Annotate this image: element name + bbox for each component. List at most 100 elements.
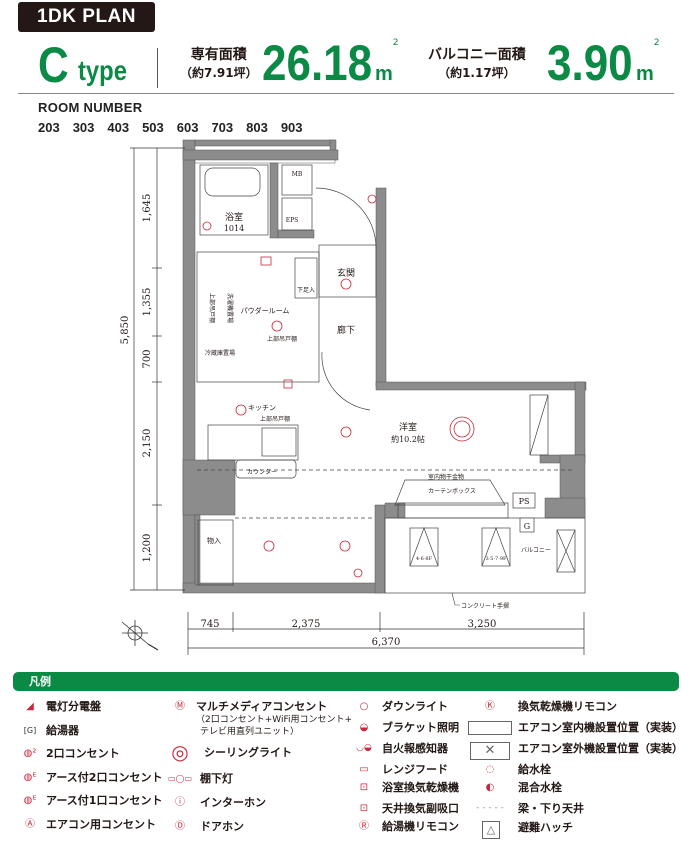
dim-h-total: 6,370 [372, 637, 401, 648]
western-room-size: 約10.2帖 [391, 434, 425, 444]
wall-right-upper [375, 187, 387, 387]
escape-hatch-icon: △ [482, 821, 500, 839]
entrance-label: 玄関 [337, 267, 355, 279]
compass-icon [121, 620, 159, 651]
exclusive-area-title: 専有面積 [190, 47, 247, 63]
kitchen-counter [207, 424, 299, 461]
door-phone-icon: Ⓓ [175, 821, 185, 832]
ceiling-light-icon: ◎ [171, 740, 189, 764]
room-number-title: ROOM NUMBER [38, 100, 143, 115]
balcony-area-title: バルコニー面積 [428, 47, 526, 63]
grounded-double-outlet-icon: ◍ᴱ [23, 772, 37, 783]
downlight-icon [263, 540, 275, 552]
floor-plan: MB EPS 浴室 1014 玄関 下足入 廊下 パウダールーム 上部吊戸棚 洗… [120, 139, 587, 655]
intercom-icon: ⓘ [175, 797, 185, 808]
shoe-box [294, 257, 318, 299]
closet-outline [197, 519, 234, 586]
multimedia-outlet-icon: Ⓜ [175, 701, 185, 712]
exclusive-area-label: 専有面積 （約7.91坪） [180, 46, 258, 82]
g-label: G [524, 522, 530, 531]
closet-label: 物入 [207, 536, 221, 545]
upper-cabinet-2: 上部吊戸棚 [267, 335, 297, 343]
dim-v-4: 2,150 [142, 429, 153, 458]
bathroom-size: 1014 [224, 224, 244, 233]
balcony-label: バルコニー [521, 547, 551, 554]
ac-outdoor-unit [556, 529, 576, 573]
bracket-light-icon [202, 221, 212, 231]
plan-badge: 1DK PLAN [18, 2, 155, 32]
ps-box [512, 492, 536, 509]
dim-v-5: 1,200 [142, 534, 153, 563]
entrance-outline [318, 244, 377, 298]
ac-outdoor-unit-icon: ✕ [470, 742, 510, 760]
eps-label: EPS [286, 217, 299, 224]
bathroom-outline [199, 164, 269, 236]
distribution-board-icon: ◢ [26, 701, 34, 712]
counter-top [235, 459, 297, 479]
type-letter: C [38, 37, 69, 93]
sink [261, 427, 297, 457]
laundry-hanger-label: 室内物干金物 [428, 473, 464, 481]
bath-dryer-icon: ⊡ [359, 782, 369, 793]
wall-right [574, 381, 586, 458]
washer-label: 洗濯機置場 [226, 293, 234, 323]
g-box [519, 517, 535, 533]
wall-bottom [182, 582, 384, 594]
hatch-1-label: 4·6·8F [416, 556, 433, 562]
vertical-dimensions [130, 147, 185, 591]
ac-indoor-unit [529, 394, 549, 456]
door-phone-icon [367, 194, 377, 204]
horizontal-dimensions [187, 612, 585, 655]
downlight-icon [340, 278, 352, 290]
balcony-area-tsubo: （約1.17坪） [438, 66, 516, 80]
counter-label: カウンター [247, 468, 277, 476]
shoe-box-label: 下足入 [297, 287, 315, 294]
room-numbers: 203 303 403 503 603 703 803 903 [38, 120, 303, 135]
wall-left [182, 139, 196, 593]
bathtub [204, 167, 261, 197]
fridge-label: 冷蔵庫置場 [205, 349, 235, 357]
double-outlet-icon: ◍² [23, 748, 37, 759]
hall-door-swing [321, 351, 371, 411]
walls [182, 139, 587, 594]
wall-top-inner [182, 149, 339, 161]
exclusive-area-tsubo: （約7.91坪） [180, 66, 258, 80]
kitchen-cabinet-label: 上部吊戸棚 [260, 415, 290, 423]
ceiling-vent-icon: ⊡ [359, 803, 369, 814]
dim-h-3: 3,250 [468, 619, 497, 630]
mb-label: MB [292, 171, 303, 178]
kitchen-label: キッチン [248, 404, 276, 412]
dim-h-1: 745 [200, 619, 219, 630]
under-shelf-light-icon: ▭◯▭ [168, 774, 193, 783]
beam-ceiling-icon: - - - - - [476, 803, 504, 813]
dim-v-2: 1,355 [142, 288, 153, 317]
entry-door-swing [315, 187, 377, 249]
curtain-box-label: カーテンボックス [428, 487, 476, 495]
balcony-outline [384, 517, 586, 594]
bracket-light-icon: ◒ [359, 722, 369, 733]
divider [157, 48, 158, 88]
bathroom-label: 浴室 [225, 211, 243, 223]
ps-label: PS [519, 497, 530, 506]
laundry-hanger [394, 479, 506, 506]
handrail-label: コンクリート手摺 [461, 602, 509, 610]
water-heater-remote-icon [283, 379, 293, 389]
downlight-icon [235, 404, 247, 416]
hatch-2-label: 3·5·7·9F [486, 556, 507, 562]
mixing-faucet-icon: ◐ [485, 782, 495, 793]
balcony-area-label: バルコニー面積 （約1.17坪） [428, 46, 526, 82]
fire-alarm-icon: ◡◒ [356, 743, 372, 753]
dryer-remote-icon [260, 256, 272, 266]
mb-box [281, 164, 313, 196]
legend-title: 凡例 [13, 672, 679, 691]
range-hood-icon: ▭ [359, 764, 369, 775]
wall-mid [375, 381, 587, 391]
upper-cabinet-1: 上部吊戸棚 [208, 293, 216, 323]
ac-outlet-icon: Ⓐ [25, 819, 35, 830]
western-room-label: 洋室 [399, 421, 417, 433]
dim-h-2: 2,375 [292, 619, 321, 630]
powder-room-label: パウダールーム [241, 306, 290, 315]
multimedia-outlet-icon [353, 568, 363, 578]
